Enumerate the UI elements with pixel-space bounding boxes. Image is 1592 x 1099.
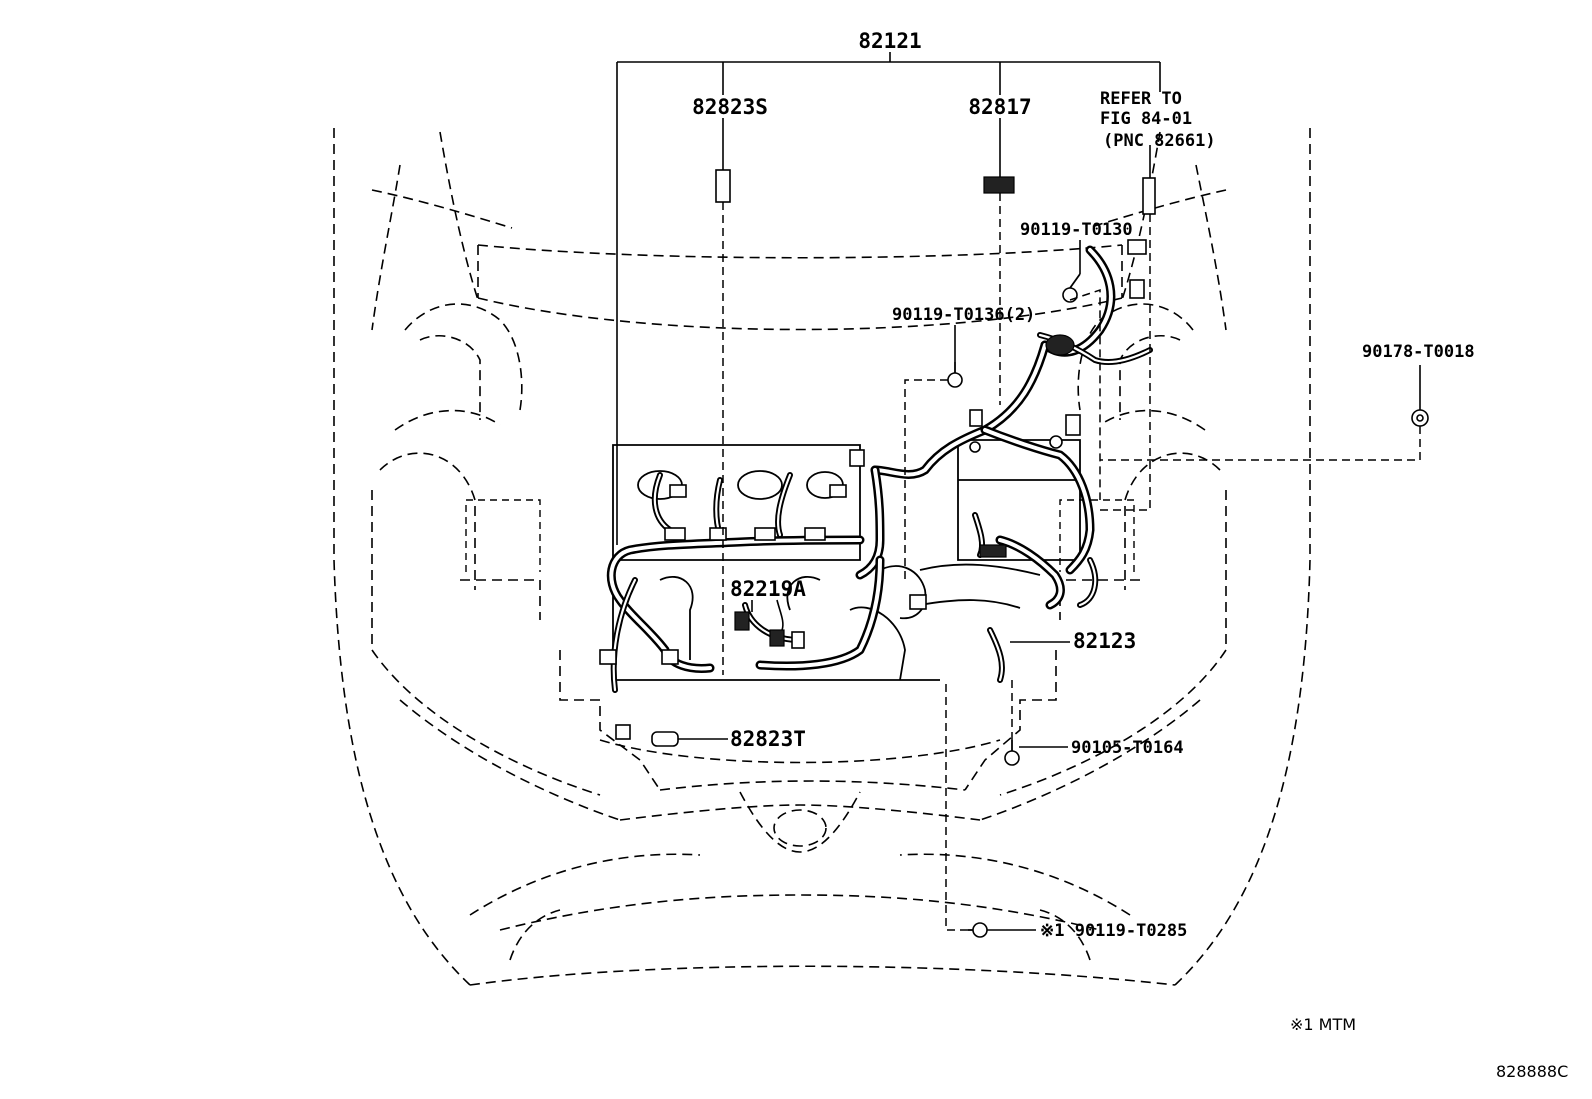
label-82219A: 82219A (730, 577, 806, 601)
label-90105-T0164: 90105-T0164 (1071, 738, 1184, 758)
bolt-90119-T0285-icon (968, 922, 988, 938)
engine-outline (465, 439, 1135, 681)
label-82121: 82121 (858, 29, 921, 53)
label-82823S: 82823S (692, 95, 768, 119)
label-90178-T0018: 90178-T0018 (1362, 342, 1475, 362)
label-82817: 82817 (968, 95, 1031, 119)
label-90119-T0130: 90119-T0130 (1020, 220, 1133, 240)
clip-90178-T0018-icon (1411, 409, 1429, 427)
label-refer-line-1: REFER TO (1100, 89, 1182, 109)
label-90119-T0285: ※1 90119-T0285 (1040, 921, 1187, 941)
bolt-90119-T0136-icon (947, 362, 963, 388)
label-90119-T0136: 90119-T0136(2) (892, 305, 1035, 325)
wire-harness (606, 245, 1153, 693)
connector-82823T-icon (651, 731, 679, 747)
label-82823T: 82823T (730, 727, 806, 751)
label-refer-line-2: FIG 84-01 (1100, 109, 1192, 129)
fasteners (947, 273, 1429, 938)
connector-82661-icon (1142, 177, 1156, 215)
footnote-mtm: ※1 MTM (1290, 1015, 1356, 1034)
leader-lines (616, 52, 1421, 931)
label-82123: 82123 (1073, 629, 1136, 653)
connector-82823S-icon (715, 169, 731, 203)
connector-82817-icon (983, 176, 1015, 194)
figure-code: 828888C (1496, 1062, 1568, 1081)
vehicle-body-outline (333, 128, 1311, 986)
connectors (599, 169, 1156, 747)
bolt-90105-T0164-icon (1004, 740, 1020, 766)
label-refer-line-3: (PNC 82661) (1103, 131, 1216, 151)
part-labels: 82121 82823S 82817 REFER TO FIG 84-01 (P… (692, 29, 1568, 1081)
